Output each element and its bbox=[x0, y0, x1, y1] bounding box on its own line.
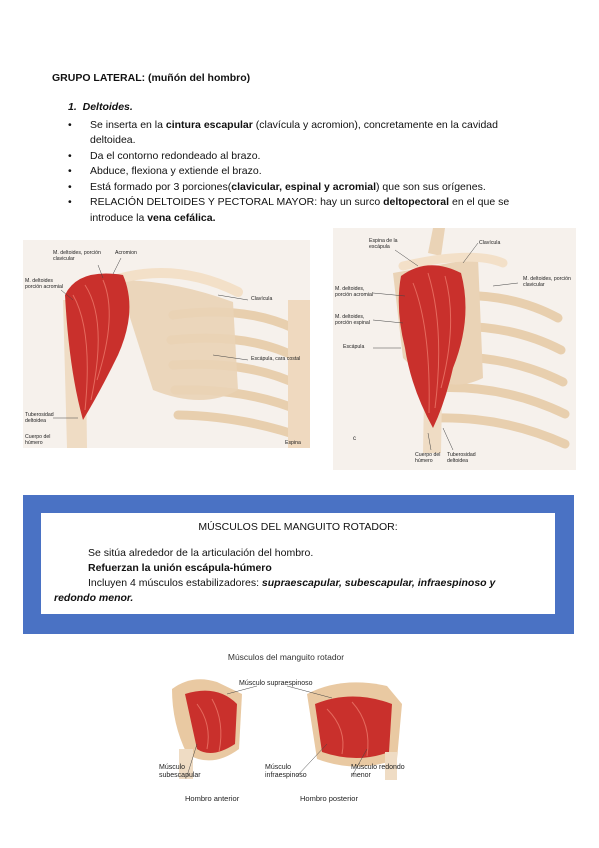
rotator-cuff-figure: Músculos del manguito rotador Músculo su… bbox=[157, 650, 415, 810]
label-teres-minor: Músculo redondo menor bbox=[351, 764, 405, 779]
label-acromial-portion: M. deltoides, porción acromial bbox=[335, 286, 374, 298]
deltoid-front-figure: M. deltoides, porción clavicular Acromio… bbox=[23, 240, 310, 448]
bullet-item: •Da el contorno redondeado al brazo. bbox=[68, 149, 261, 162]
bullet-item: •Se inserta en la cintura escapular (cla… bbox=[68, 118, 498, 147]
label-infraspinatus: Músculo infraespinoso bbox=[265, 764, 307, 779]
deltoid-front-illustration bbox=[53, 257, 310, 448]
label-anterior-shoulder: Hombro anterior bbox=[185, 794, 240, 803]
label-acromion: Acromion bbox=[115, 250, 137, 256]
label-scapula-spine: Espina de la escápula bbox=[369, 238, 398, 250]
bullet-item: •RELACIÓN DELTOIDES Y PECTORAL MAYOR: ha… bbox=[68, 196, 510, 224]
label-humerus-body: Cuerpo del húmero bbox=[25, 434, 51, 446]
deltoid-back-illustration bbox=[372, 228, 570, 453]
label-deltoid-tuberosity: Tuberosidad deltoidea bbox=[447, 452, 476, 464]
rotator-line-4: redondo menor. bbox=[54, 592, 134, 604]
rotator-cuff-illustration bbox=[172, 679, 402, 780]
label-clavicle: Clavícula bbox=[479, 240, 501, 246]
label-subscapularis: Músculo subescapular bbox=[159, 764, 201, 779]
label-deltoid-tuberosity: Tuberosidad deltoidea bbox=[25, 412, 54, 424]
cuff-figure-title: Músculos del manguito rotador bbox=[227, 652, 345, 662]
rotator-line-1: Se sitúa alrededor de la articulación de… bbox=[88, 547, 314, 559]
label-scapula: Escápula bbox=[343, 344, 365, 350]
bullet-item: •Está formado por 3 porciones(clavicular… bbox=[68, 180, 486, 193]
label-clavicular-portion: M. deltoides, porción clavicular bbox=[523, 276, 571, 288]
bullet-item: •Abduce, flexiona y extiende el brazo. bbox=[68, 165, 262, 177]
label-humerus-body: Cuerpo del húmero bbox=[415, 452, 441, 464]
label-scapula-costal: Escápula, cara costal bbox=[251, 356, 301, 362]
rotator-cuff-box: MÚSCULOS DEL MANGUITO ROTADOR: Se sitúa … bbox=[41, 513, 555, 614]
label-c-mark: c bbox=[353, 436, 356, 442]
label-acromial-portion: M. deltoides porción acromial bbox=[25, 278, 64, 290]
rotator-line-2: Refuerzan la unión escápula-húmero bbox=[88, 562, 272, 574]
rotator-cuff-title: MÚSCULOS DEL MANGUITO ROTADOR: bbox=[198, 521, 398, 533]
label-clavicle: Clavícula bbox=[251, 296, 273, 302]
label-posterior-shoulder: Hombro posterior bbox=[300, 794, 358, 803]
deltoid-title: 1. Deltoides. bbox=[68, 101, 133, 113]
deltoid-list: 1. Deltoides. •Se inserta en la cintura … bbox=[68, 100, 528, 226]
rotator-line-3: Incluyen 4 músculos estabilizadores: sup… bbox=[88, 577, 496, 589]
label-clavicular-portion: M. deltoides, porción clavicular bbox=[53, 250, 101, 262]
section-heading: GRUPO LATERAL: (muñón del hombro) bbox=[52, 72, 251, 84]
label-supraspinatus: Músculo supraespinoso bbox=[239, 680, 313, 687]
deltoid-back-figure: Espina de la escápula Clavícula M. delto… bbox=[333, 228, 576, 470]
label-spinal-portion: M. deltoides, porción espinal bbox=[335, 314, 370, 326]
label-spine: Espina bbox=[285, 440, 301, 446]
